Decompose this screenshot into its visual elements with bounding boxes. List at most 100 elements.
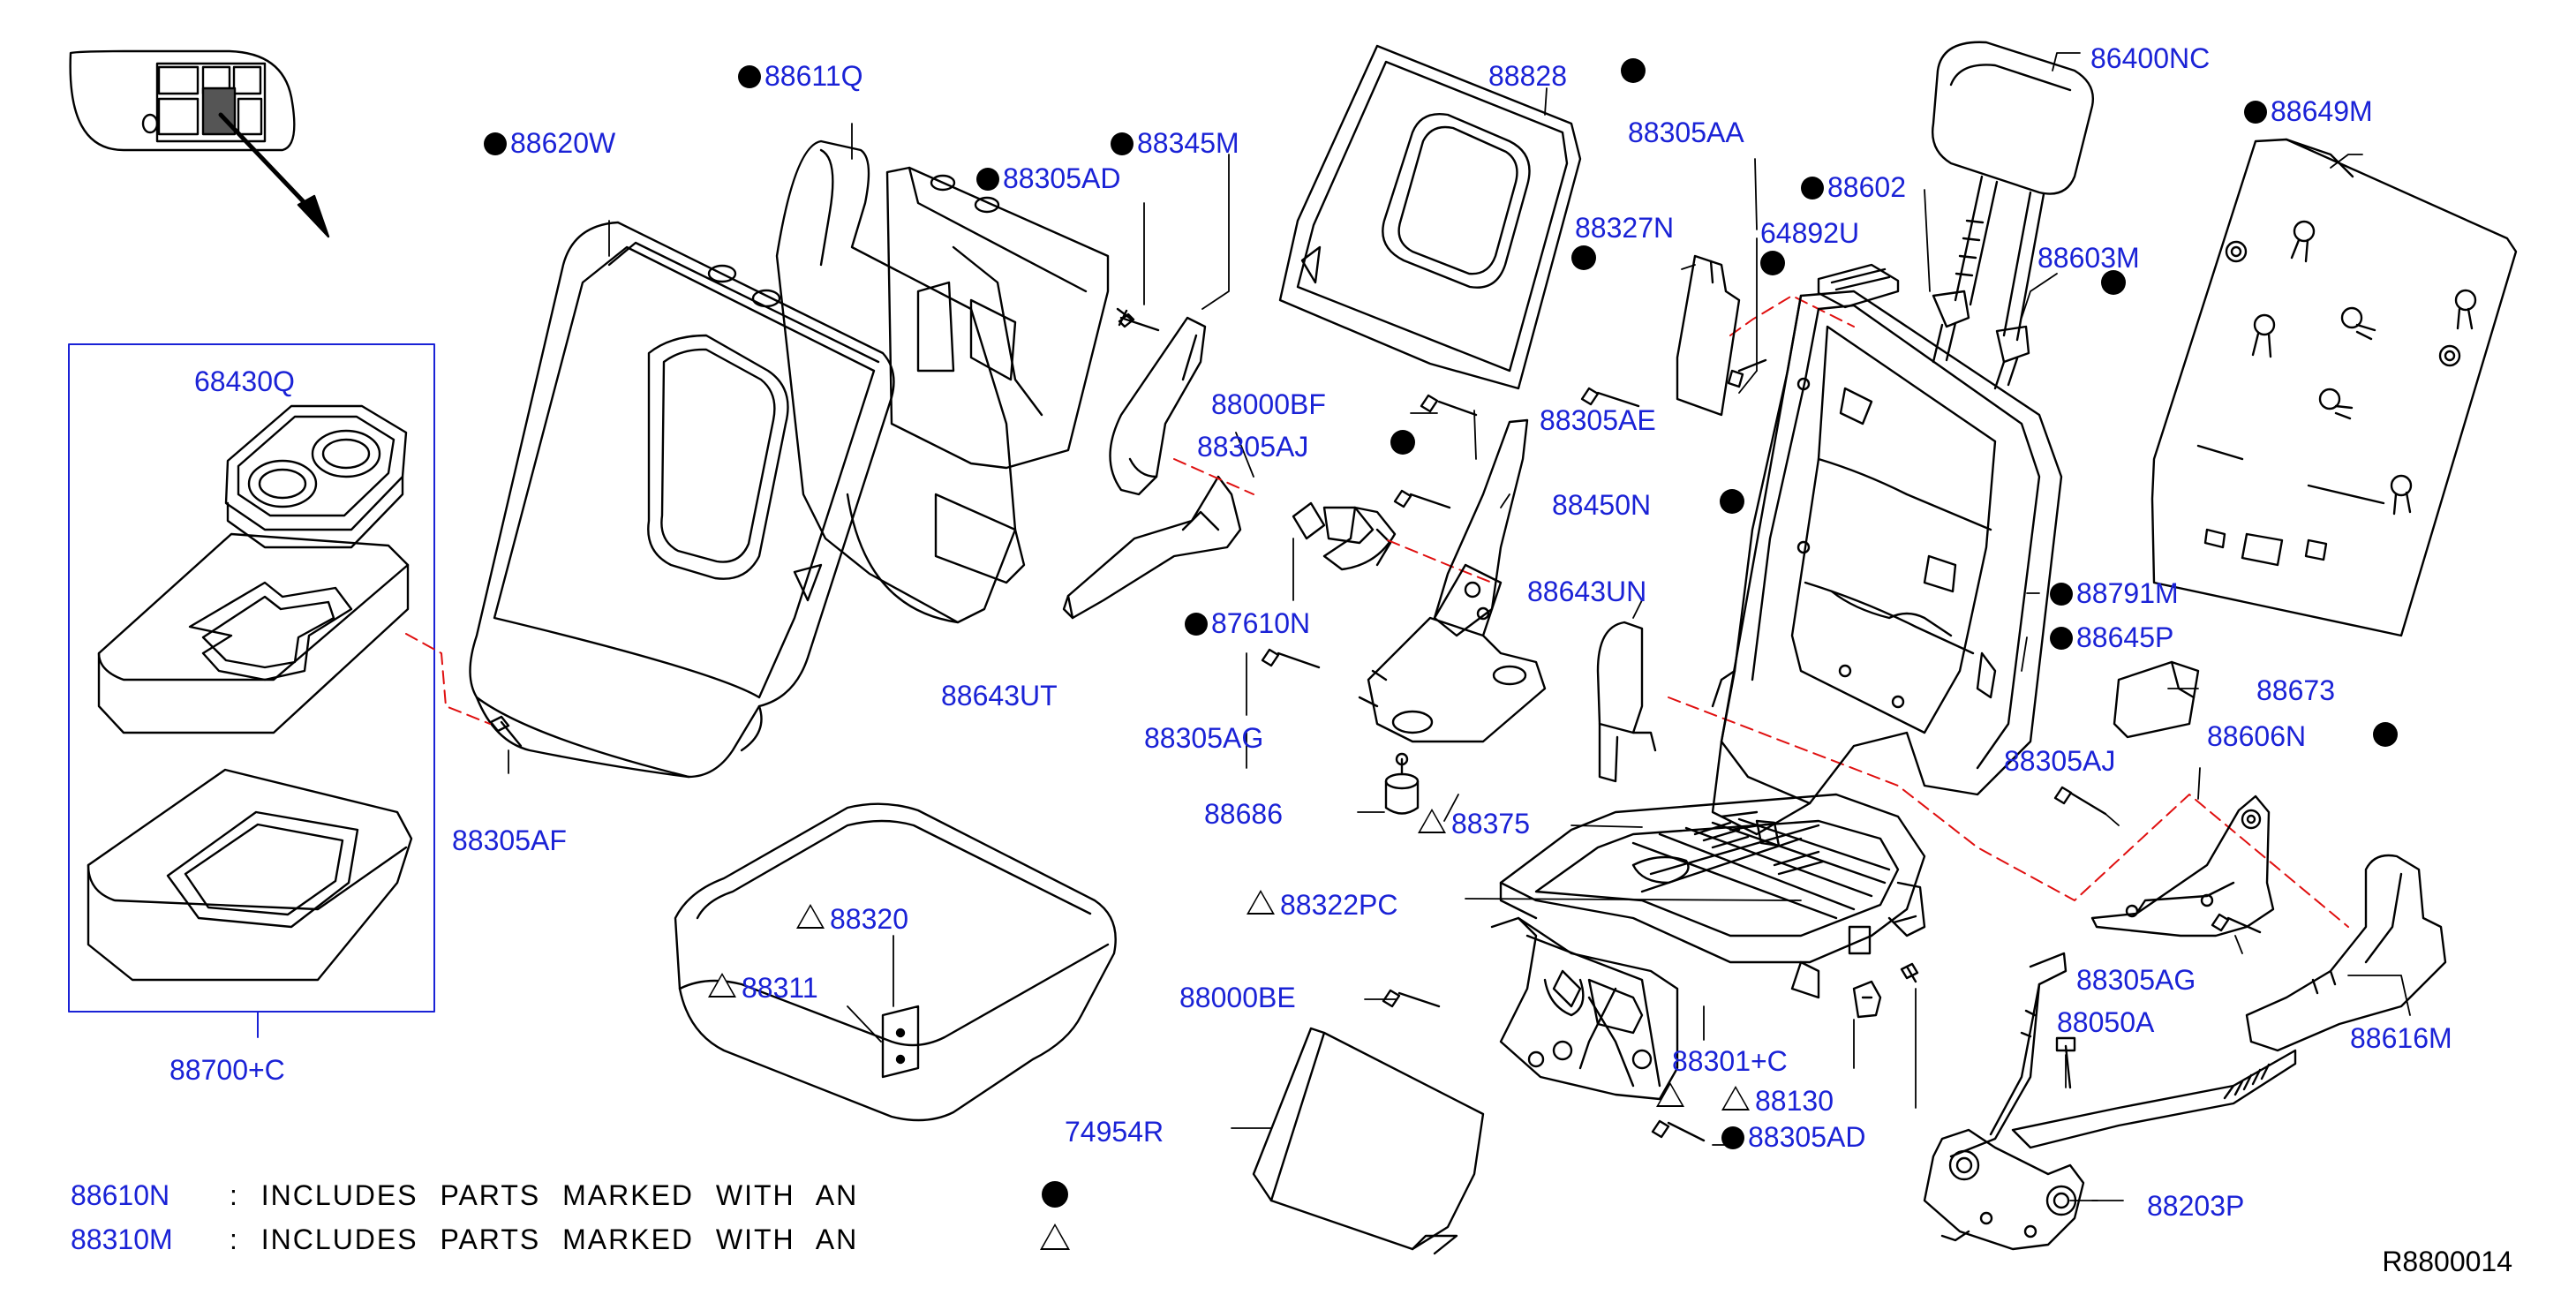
seat-frame-88301C <box>1711 290 2063 836</box>
diagram-reference-number: R8800014 <box>2382 1246 2512 1277</box>
part-label-88203P[interactable]: 88203P <box>2147 1192 2244 1220</box>
part-code: 88643UN <box>1527 576 1647 607</box>
part-label-68430Q[interactable]: 68430Q <box>194 367 295 395</box>
part-label-88305AJ-right[interactable]: 88305AJ <box>2004 747 2115 775</box>
part-label-88327N[interactable]: 88327N <box>1575 214 1674 242</box>
part-label-88305AG-left[interactable]: 88305AG <box>1144 724 1263 752</box>
marker-dot-88305AE <box>1720 489 1744 514</box>
legend-row-1: 88610N : INCLUDES PARTS MARKED WITH AN <box>71 1181 858 1209</box>
seatback-left-drawing <box>469 221 895 779</box>
part-label-88791M[interactable]: 88791M <box>2050 579 2179 607</box>
vehicle-location-icon <box>69 49 330 238</box>
part-code: 88375 <box>1451 808 1530 839</box>
part-label-86400NC[interactable]: 86400NC <box>2090 44 2210 72</box>
clip-88130 <box>1852 980 1882 1019</box>
part-label-88305AF[interactable]: 88305AF <box>452 826 567 855</box>
part-label-88686[interactable]: 88686 <box>1204 800 1283 828</box>
headrest-guides-88603M <box>1932 290 2030 390</box>
part-label-88828[interactable]: 88828 <box>1488 62 1567 90</box>
part-label-88611Q[interactable]: 88611Q <box>738 62 863 90</box>
part-code: 88620W <box>510 127 616 159</box>
part-label-88305AG-right[interactable]: 88305AG <box>2076 966 2196 994</box>
seatback-board-88649M <box>2150 138 2518 637</box>
part-code: 88305AG <box>1144 722 1264 754</box>
part-code: 88305AG <box>2076 964 2196 996</box>
part-label-87610N[interactable]: 87610N <box>1185 609 1310 637</box>
part-label-88130-tri[interactable] <box>1656 1082 1690 1111</box>
part-code: 88305AA <box>1628 117 1744 148</box>
part-code: 74954R <box>1065 1116 1164 1148</box>
part-label-88616M[interactable]: 88616M <box>2350 1024 2452 1052</box>
bumper-88686 <box>1384 752 1420 815</box>
part-label-88345M[interactable]: 88345M <box>1111 129 1239 157</box>
part-code: 86400NC <box>2090 42 2211 74</box>
part-label-88305AD-top[interactable]: 88305AD <box>976 164 1120 192</box>
part-label-88050A[interactable]: 88050A <box>2057 1008 2154 1036</box>
part-label-88673[interactable]: 88673 <box>2256 676 2335 704</box>
part-code: 88320 <box>830 903 908 935</box>
part-label-88603M[interactable]: 88603M <box>2037 244 2140 272</box>
part-code: 88828 <box>1488 60 1567 92</box>
part-label-88305AJ-left[interactable]: 88305AJ <box>1197 433 1308 461</box>
part-label-88643UN[interactable]: 88643UN <box>1527 577 1646 606</box>
part-label-88602[interactable]: 88602 <box>1801 173 1906 201</box>
board-74954R <box>1252 1027 1485 1255</box>
part-code: 88686 <box>1204 798 1283 830</box>
bracket-88606N <box>2090 794 2275 937</box>
part-label-88320[interactable]: 88320 <box>796 904 908 933</box>
part-code: 88305AF <box>452 824 567 856</box>
part-code: 88000BE <box>1179 982 1296 1013</box>
cover-88643UN <box>1596 621 1657 783</box>
part-code: 88791M <box>2076 577 2179 609</box>
armrest-pad-upper <box>97 532 410 734</box>
part-label-88000BE[interactable]: 88000BE <box>1179 983 1296 1012</box>
marker-dot-88606N <box>2373 722 2398 747</box>
backboard-88828 <box>1278 44 1582 390</box>
marker-dot-64892U <box>1760 251 1785 275</box>
lower-mechanism-88203P <box>1923 952 2297 1251</box>
part-label-88375[interactable]: 88375 <box>1418 809 1530 838</box>
armrest-pad-lower <box>87 768 413 982</box>
part-label-88311[interactable]: 88311 <box>708 973 818 1002</box>
part-label-88305AE[interactable]: 88305AE <box>1540 406 1656 434</box>
part-label-88301C[interactable]: 88301+C <box>1672 1047 1788 1075</box>
part-label-88450N[interactable]: 88450N <box>1552 491 1651 519</box>
legend-code: 88610N <box>71 1179 170 1211</box>
marker-dot-88603M <box>2101 270 2126 295</box>
marker-dot-88000BF <box>1390 430 1415 455</box>
part-label-88620W[interactable]: 88620W <box>484 129 615 157</box>
part-label-88649M[interactable]: 88649M <box>2244 97 2373 125</box>
part-label-88305AD-bottom[interactable]: 88305AD <box>1721 1123 1865 1151</box>
cover-88673 <box>2113 660 2200 739</box>
part-label-88130[interactable]: 88130 <box>1721 1086 1834 1115</box>
part-label-88322PC[interactable]: 88322PC <box>1247 890 1397 919</box>
part-label-88305AA[interactable]: 88305AA <box>1628 118 1744 147</box>
part-code: 88603M <box>2037 242 2140 274</box>
part-code: 88649M <box>2271 95 2373 127</box>
seat-cushion-88320 <box>674 802 1117 1122</box>
legend-text: : INCLUDES PARTS MARKED WITH AN <box>230 1179 859 1211</box>
part-label-88700C[interactable]: 88700+C <box>169 1056 285 1084</box>
part-code: 88000BF <box>1211 388 1326 420</box>
part-code: 88673 <box>2256 674 2335 706</box>
cup-holder-drawing <box>224 404 408 549</box>
part-label-74954R[interactable]: 74954R <box>1065 1118 1164 1146</box>
part-code: 88322PC <box>1280 889 1398 921</box>
part-label-88643UT[interactable]: 88643UT <box>941 681 1058 710</box>
marker-dot-88327N <box>1571 245 1596 270</box>
hinge-strap-drawing <box>1109 316 1207 496</box>
part-label-64892U[interactable]: 64892U <box>1760 219 1859 247</box>
part-label-88645P[interactable]: 88645P <box>2050 623 2173 651</box>
part-code: 88305AD <box>1748 1121 1866 1153</box>
part-code: 88643UT <box>941 680 1058 711</box>
headrest-86400NC <box>1932 41 2094 342</box>
frame-riser <box>1499 916 1679 1101</box>
part-label-88606N[interactable]: 88606N <box>2207 722 2306 750</box>
part-label-88000BF[interactable]: 88000BF <box>1211 390 1326 418</box>
part-code: 88611Q <box>765 60 863 92</box>
clip-64892U <box>1817 263 1900 309</box>
part-code: 88345M <box>1137 127 1239 159</box>
part-code: 88050A <box>2057 1006 2155 1038</box>
legend-dot-symbol <box>1042 1181 1068 1208</box>
seat-pan-frame <box>1490 793 1926 999</box>
